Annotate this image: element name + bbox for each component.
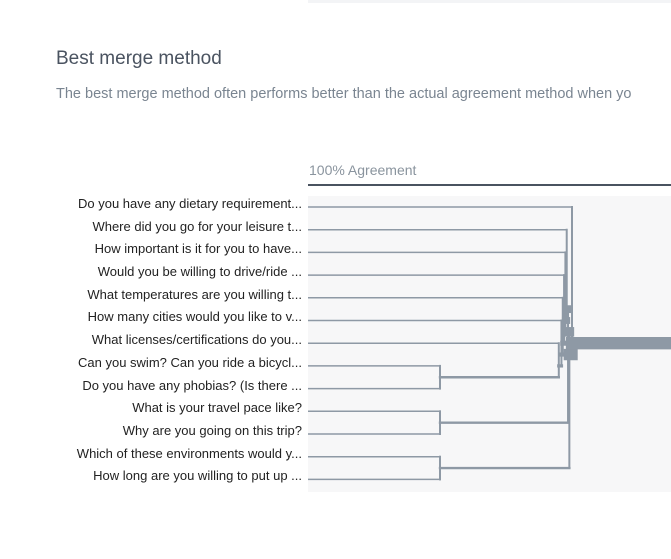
section-title: Best merge method xyxy=(56,48,222,69)
question-label[interactable]: Would you be willing to drive/ride ... xyxy=(97,264,302,280)
question-label[interactable]: How important is it for you to have... xyxy=(94,241,302,257)
question-label[interactable]: What is your travel pace like? xyxy=(132,400,302,416)
axis-label: 100% Agreement xyxy=(309,162,417,178)
top-divider-strip xyxy=(308,0,671,3)
question-label[interactable]: How many cities would you like to v... xyxy=(87,309,302,325)
question-label[interactable]: Do you have any phobias? (Is there ... xyxy=(82,377,302,393)
question-label[interactable]: Which of these environments would y... xyxy=(76,445,302,461)
question-label-list: Do you have any dietary requirement... Wh… xyxy=(0,193,302,488)
question-label[interactable]: Can you swim? Can you ride a bicycl... xyxy=(78,354,302,370)
axis-rule xyxy=(308,184,671,186)
question-label[interactable]: How long are you willing to put up ... xyxy=(93,468,302,484)
section-description: The best merge method often performs bet… xyxy=(56,86,632,102)
question-label[interactable]: Do you have any dietary requirement... xyxy=(77,196,302,211)
question-label[interactable]: Why are you going on this trip? xyxy=(122,422,302,438)
dendrogram-chart xyxy=(308,196,671,492)
question-label[interactable]: What licenses/certifications do you... xyxy=(91,332,302,348)
question-label[interactable]: Where did you go for your leisure t... xyxy=(92,218,302,234)
question-label[interactable]: What temperatures are you willing t... xyxy=(87,286,302,302)
